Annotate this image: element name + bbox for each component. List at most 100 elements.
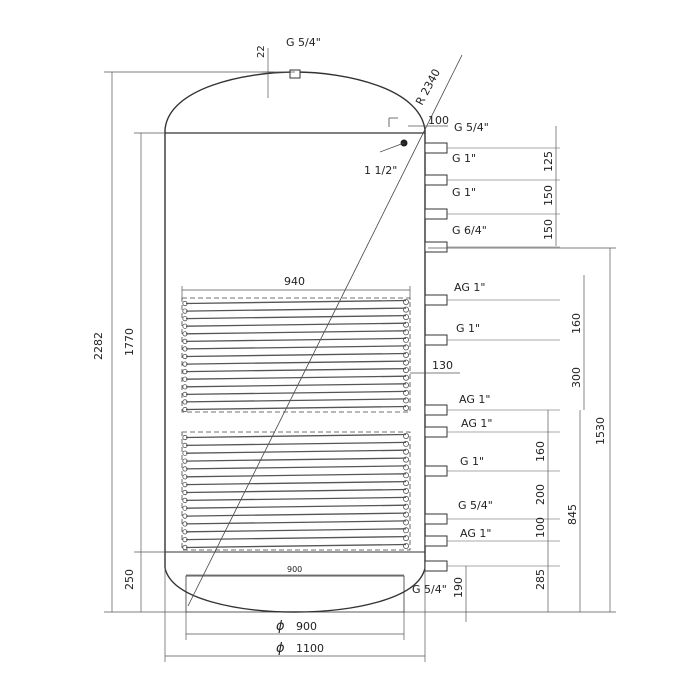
sensor-bracket xyxy=(388,117,398,127)
coil-2-bend xyxy=(402,511,409,518)
port-2: G 1" xyxy=(424,186,560,220)
dim-dia900-symbol: ϕ xyxy=(276,619,285,634)
bottom-diameter-dims: ϕ 900 ϕ 1100 xyxy=(164,568,426,662)
port-nozzle xyxy=(424,465,448,477)
coil-1-bend xyxy=(402,306,409,313)
coil-1-bend xyxy=(402,397,409,404)
coil-1-outline xyxy=(181,297,411,413)
coil-2-bend xyxy=(402,472,409,479)
dim-250-text: 250 xyxy=(123,569,136,590)
coil-2-tube xyxy=(185,488,407,494)
coil-2-tube xyxy=(185,543,407,549)
dim-200-text: 200 xyxy=(534,484,547,505)
port-8: G 1" xyxy=(424,455,560,477)
coil-2-tube xyxy=(185,449,407,454)
radius-leader-line xyxy=(187,54,463,607)
coil-1-bend xyxy=(182,338,188,344)
coil-1-bend xyxy=(182,323,188,329)
port-3: G 6/4" xyxy=(424,224,560,253)
port-1: G 1" xyxy=(424,152,560,186)
coil-2-bend xyxy=(402,503,409,510)
coil-1-bend xyxy=(402,374,409,381)
coil-2-bend xyxy=(182,458,188,464)
coil-1-tube xyxy=(185,390,407,396)
coil-1-bend xyxy=(182,384,188,390)
coil-1-bend xyxy=(182,300,188,307)
coil-1-bend xyxy=(182,399,188,405)
coil-1-bend xyxy=(402,298,409,305)
right-ports: G 5/4"G 1"G 1"G 6/4"AG 1"G 1"AG 1"AG 1"G… xyxy=(412,121,560,596)
port-label: G 5/4" xyxy=(458,499,493,512)
base-ring xyxy=(185,575,405,613)
coil-1-tube xyxy=(185,375,407,380)
coil-1-bend xyxy=(402,367,409,374)
dim-845-text: 845 xyxy=(566,504,579,525)
coil-1-bend xyxy=(402,336,409,343)
port-4: AG 1" xyxy=(424,281,560,306)
port-label: AG 1" xyxy=(459,393,490,406)
coil-2-bend xyxy=(182,497,188,503)
port-6: AG 1" xyxy=(424,393,560,416)
coil-2-bend xyxy=(402,432,409,439)
port-11: G 5/4" xyxy=(412,560,560,596)
coil-2-bend xyxy=(182,450,188,456)
sensor-detail: 1 1/2" 100 xyxy=(364,114,449,177)
coil-1-tube xyxy=(185,314,407,320)
coil-2-bend xyxy=(402,527,409,534)
coil-2 xyxy=(181,431,411,551)
port-5: G 1" xyxy=(424,322,560,346)
dim-1770-text: 1770 xyxy=(123,328,136,356)
dim-2282-text: 2282 xyxy=(92,332,105,360)
port-label: AG 1" xyxy=(460,527,491,540)
coil-offset-dim: 130 xyxy=(410,359,460,374)
coil-2-bend xyxy=(402,519,409,526)
coil-2-bend xyxy=(182,442,188,448)
coil-2-tube xyxy=(185,496,407,502)
dim-22-text: 22 xyxy=(256,45,267,58)
coil-1-tube xyxy=(185,345,407,350)
coil-1-bend xyxy=(402,351,409,358)
coil-2-bend xyxy=(402,495,409,502)
coil-1-bend xyxy=(402,344,409,351)
port-label: G 6/4" xyxy=(452,224,487,237)
coil-2-tube xyxy=(185,504,407,509)
coil-1-tube xyxy=(185,398,407,403)
coil-1-tube xyxy=(185,330,407,335)
dim-130-text: 130 xyxy=(432,359,453,372)
coil-2-bend xyxy=(402,456,409,463)
port-label: G 5/4" xyxy=(412,583,447,596)
coil-2-bend xyxy=(182,489,188,496)
dim-125-text: 125 xyxy=(542,151,555,172)
tank-top-dome xyxy=(164,71,426,131)
coil-1-tube xyxy=(185,360,407,365)
coil-2-bend xyxy=(182,466,188,472)
port-nozzle xyxy=(424,535,448,547)
dim-900-inner-text: 900 xyxy=(287,565,302,574)
port-nozzle xyxy=(424,294,448,306)
dim-160b-text: 160 xyxy=(534,441,547,462)
coil-2-tube xyxy=(185,512,407,517)
coil-2-bend xyxy=(182,474,188,480)
port-nozzle xyxy=(424,560,448,572)
coil-1-bend xyxy=(182,346,188,352)
coil-1-bend xyxy=(182,315,188,322)
coil-1-bend xyxy=(402,382,409,389)
coil-2-bend xyxy=(402,543,409,550)
coil-2-bend xyxy=(182,529,188,535)
port-9: G 5/4" xyxy=(424,499,560,525)
port-10: AG 1" xyxy=(424,527,560,547)
coil-2-bend xyxy=(182,505,188,511)
coil-1-bend xyxy=(402,404,409,411)
dim-dia1100-symbol: ϕ xyxy=(276,641,285,656)
coil-2-tube xyxy=(185,473,407,478)
coil-2-bend xyxy=(402,448,409,455)
coil-1-tube xyxy=(185,352,407,358)
dim-300-text: 300 xyxy=(570,367,583,388)
port-label: G 5/4" xyxy=(454,121,489,134)
coil-2-tube xyxy=(185,441,407,447)
port-label: G 1" xyxy=(452,186,476,199)
coil-1-bend xyxy=(182,406,188,413)
port-nozzle xyxy=(424,404,448,416)
dim-940-text: 940 xyxy=(284,275,305,288)
coil-2-bend xyxy=(182,544,188,551)
